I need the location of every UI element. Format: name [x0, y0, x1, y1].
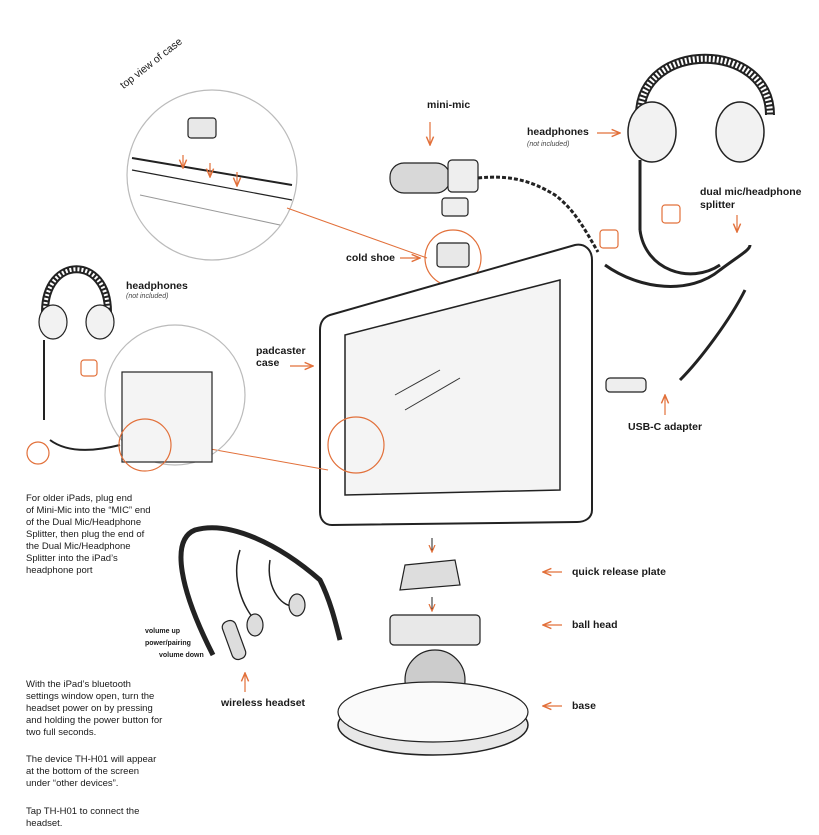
device-instructions: The device TH-H01 will appear at the bot…	[26, 754, 156, 790]
volume-down-label: volume down	[159, 652, 204, 659]
ball-head-label: ball head	[572, 619, 618, 631]
top-view-case-illustration	[126, 89, 298, 261]
headphones-left-label: headphones	[126, 280, 188, 292]
mini-mic-label: mini-mic	[427, 99, 471, 111]
splitter-illustration	[599, 204, 752, 393]
headphones-left-illustration	[26, 265, 246, 472]
bluetooth-line: With the iPad’s bluetooth	[26, 679, 131, 690]
mini-mic-illustration	[389, 122, 600, 253]
headphones-right-illustration	[597, 53, 775, 230]
connect-line: headset.	[26, 818, 63, 829]
bluetooth-line: and holding the power button for	[26, 715, 163, 726]
mount-illustration	[337, 538, 562, 756]
older-ipads-line: of the Dual Mic/Headphone	[26, 517, 142, 528]
base-label: base	[572, 700, 596, 712]
headphones-right-label: headphones	[527, 126, 589, 138]
device-line: at the bottom of the screen	[26, 766, 140, 777]
quick-release-label: quick release plate	[572, 566, 666, 578]
not-included-right-note: (not included)	[527, 141, 570, 148]
padcaster-case-illustration	[159, 243, 593, 527]
padcaster-label-line1: padcaster	[256, 345, 306, 357]
older-ipads-line: For older iPads, plug end	[26, 493, 133, 504]
older-ipads-instructions: For older iPads, plug end of Mini-Mic in…	[26, 493, 151, 577]
device-line: The device TH-H01 will appear	[26, 754, 157, 765]
connect-instructions: Tap TH-H01 to connect the headset.	[26, 806, 139, 830]
older-ipads-line: of Mini-Mic into the “MIC” end	[26, 505, 151, 516]
cold-shoe-label: cold shoe	[346, 252, 396, 264]
older-ipads-line: Splitter into the iPad’s	[26, 553, 118, 564]
not-included-left-note: (not included)	[126, 293, 169, 300]
power-pairing-label: power/pairing	[145, 640, 191, 647]
volume-up-label: volume up	[145, 628, 181, 635]
splitter-label-line1: dual mic/headphone	[700, 186, 802, 198]
bluetooth-line: two full seconds.	[26, 727, 97, 738]
bluetooth-line: settings window open, turn the	[26, 691, 155, 702]
older-ipads-line: Splitter, then plug the end of	[26, 529, 145, 540]
wireless-headset-illustration	[178, 525, 343, 692]
bluetooth-line: headset power on by pressing	[26, 703, 153, 714]
usb-c-label: USB-C adapter	[628, 421, 703, 433]
bluetooth-instructions: With the iPad’s bluetooth settings windo…	[26, 679, 162, 739]
device-line: under “other devices”.	[26, 778, 119, 789]
splitter-label-line2: splitter	[700, 199, 736, 211]
padcaster-label-line2: case	[256, 357, 280, 369]
connect-line: Tap TH-H01 to connect the	[26, 806, 140, 817]
older-ipads-line: headphone port	[26, 565, 93, 576]
wireless-headset-label: wireless headset	[221, 697, 306, 709]
older-ipads-line: the Dual Mic/Headphone	[26, 541, 131, 552]
top-view-leader-line	[286, 207, 428, 259]
